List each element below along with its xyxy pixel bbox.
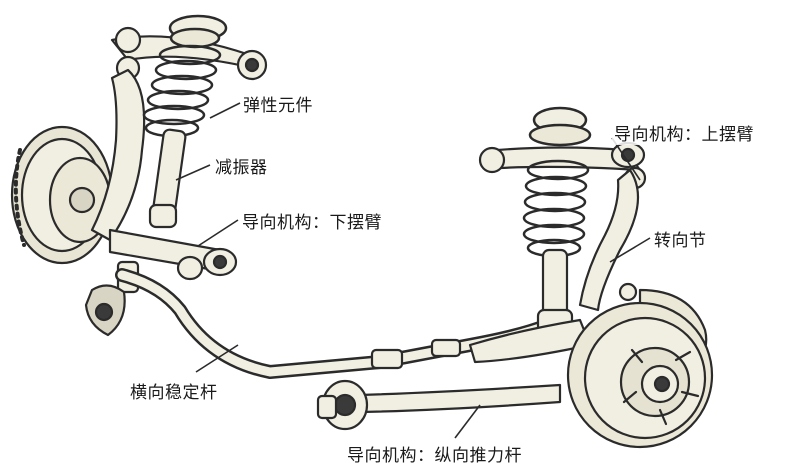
right-brake-disc <box>568 303 712 447</box>
trailing-arm <box>318 381 560 429</box>
label-shock-absorber: 减振器 <box>213 153 270 178</box>
left-coil-spring <box>144 16 226 136</box>
label-knuckle: 转向节 <box>652 226 709 251</box>
label-trailing-arm: 导向机构：纵向推力杆 <box>345 441 524 466</box>
leader-trailing-arm <box>455 405 480 438</box>
leader-lower-arm <box>198 220 238 246</box>
left-brake-disc <box>12 127 112 263</box>
label-stabilizer-bar: 横向稳定杆 <box>128 378 220 403</box>
right-coil-spring <box>524 108 590 256</box>
leader-spring <box>210 103 240 118</box>
label-lower-arm: 导向机构：下摆臂 <box>240 208 384 233</box>
label-spring: 弹性元件 <box>241 91 315 116</box>
right-shock-absorber <box>538 250 572 332</box>
label-upper-arm: 导向机构：上摆臂 <box>612 120 756 145</box>
